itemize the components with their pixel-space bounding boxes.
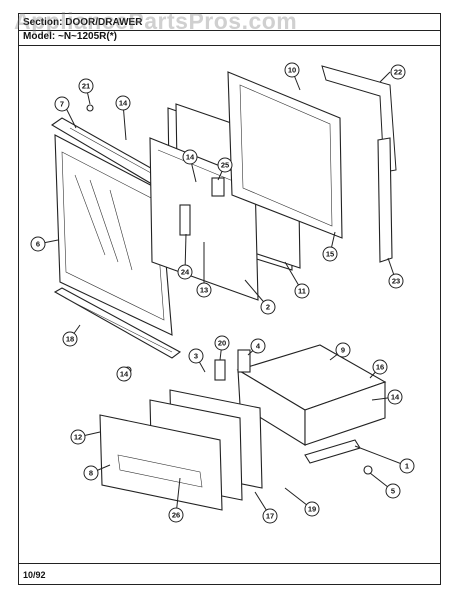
callout-17: 17 (262, 508, 278, 524)
svg-text:14: 14 (391, 393, 400, 402)
svg-text:7: 7 (60, 100, 64, 109)
callout-8: 8 (83, 465, 99, 481)
callout-7: 7 (54, 96, 70, 112)
svg-text:19: 19 (308, 505, 316, 514)
drawer-rail (304, 439, 361, 464)
svg-text:5: 5 (391, 487, 395, 496)
clip-5 (363, 465, 373, 475)
svg-text:14: 14 (186, 153, 195, 162)
svg-text:15: 15 (326, 250, 334, 259)
side-trim (377, 137, 393, 263)
svg-text:25: 25 (221, 161, 229, 170)
svg-text:3: 3 (194, 352, 198, 361)
svg-text:16: 16 (376, 363, 384, 372)
callout-19: 19 (304, 501, 320, 517)
svg-text:12: 12 (74, 433, 82, 442)
callout-1: 1 (399, 458, 415, 474)
svg-text:8: 8 (89, 469, 93, 478)
door-bottom-trim (53, 287, 182, 359)
svg-text:9: 9 (341, 346, 345, 355)
svg-text:18: 18 (66, 335, 74, 344)
callout-23: 23 (388, 273, 404, 289)
callout-26: 26 (168, 507, 184, 523)
svg-text:17: 17 (266, 512, 274, 521)
svg-text:20: 20 (218, 339, 226, 348)
callout-5: 5 (385, 483, 401, 499)
svg-text:11: 11 (298, 287, 306, 296)
drawer-body (236, 344, 387, 446)
callout-14c: 14 (116, 366, 132, 382)
svg-text:13: 13 (200, 286, 208, 295)
svg-text:14: 14 (119, 99, 128, 108)
callout-12: 12 (70, 429, 86, 445)
callout-13: 13 (196, 282, 212, 298)
header-divider (19, 30, 440, 31)
callout-22: 22 (390, 64, 406, 80)
svg-text:22: 22 (394, 68, 402, 77)
footer-divider (19, 563, 440, 564)
hinge-25 (211, 177, 225, 197)
svg-text:24: 24 (181, 268, 190, 277)
callout-14a: 14 (115, 95, 131, 111)
callout-9: 9 (335, 342, 351, 358)
callout-14b: 14 (182, 149, 198, 165)
door-gasket-frame (227, 71, 343, 239)
callout-15: 15 (322, 246, 338, 262)
callout-2: 2 (260, 299, 276, 315)
hinge-24 (179, 204, 191, 236)
svg-text:1: 1 (405, 462, 409, 471)
svg-text:6: 6 (36, 240, 40, 249)
section-title: Section: DOOR/DRAWER (23, 17, 143, 28)
watermark: AppliancePartsPros.com (14, 8, 298, 34)
callout-6: 6 (30, 236, 46, 252)
svg-text:26: 26 (172, 511, 180, 520)
revision-date: 10/92 (23, 570, 46, 580)
callout-3: 3 (188, 348, 204, 364)
callout-16: 16 (372, 359, 388, 375)
callout-21: 21 (78, 78, 94, 94)
callout-10: 10 (284, 62, 300, 78)
svg-text:23: 23 (392, 277, 400, 286)
bracket-20 (214, 359, 226, 381)
svg-text:10: 10 (288, 66, 296, 75)
header-divider-bottom (19, 45, 440, 46)
svg-text:4: 4 (256, 342, 261, 351)
callout-24: 24 (177, 264, 193, 280)
diagram-frame: Section: DOOR/DRAWER Model: ~N~1205R(*) … (18, 13, 441, 585)
model-title: Model: ~N~1205R(*) (23, 31, 117, 42)
bracket-4 (237, 349, 251, 373)
svg-text:21: 21 (82, 82, 90, 91)
door-front-panel (54, 134, 173, 336)
svg-text:14: 14 (120, 370, 129, 379)
svg-text:2: 2 (266, 303, 270, 312)
drawer-front-panel (99, 414, 223, 511)
callout-25: 25 (217, 157, 233, 173)
callout-20: 20 (214, 335, 230, 351)
screw-21 (86, 104, 94, 112)
callout-11: 11 (294, 283, 310, 299)
callout-14d: 14 (387, 389, 403, 405)
callout-18: 18 (62, 331, 78, 347)
callout-4: 4 (250, 338, 266, 354)
